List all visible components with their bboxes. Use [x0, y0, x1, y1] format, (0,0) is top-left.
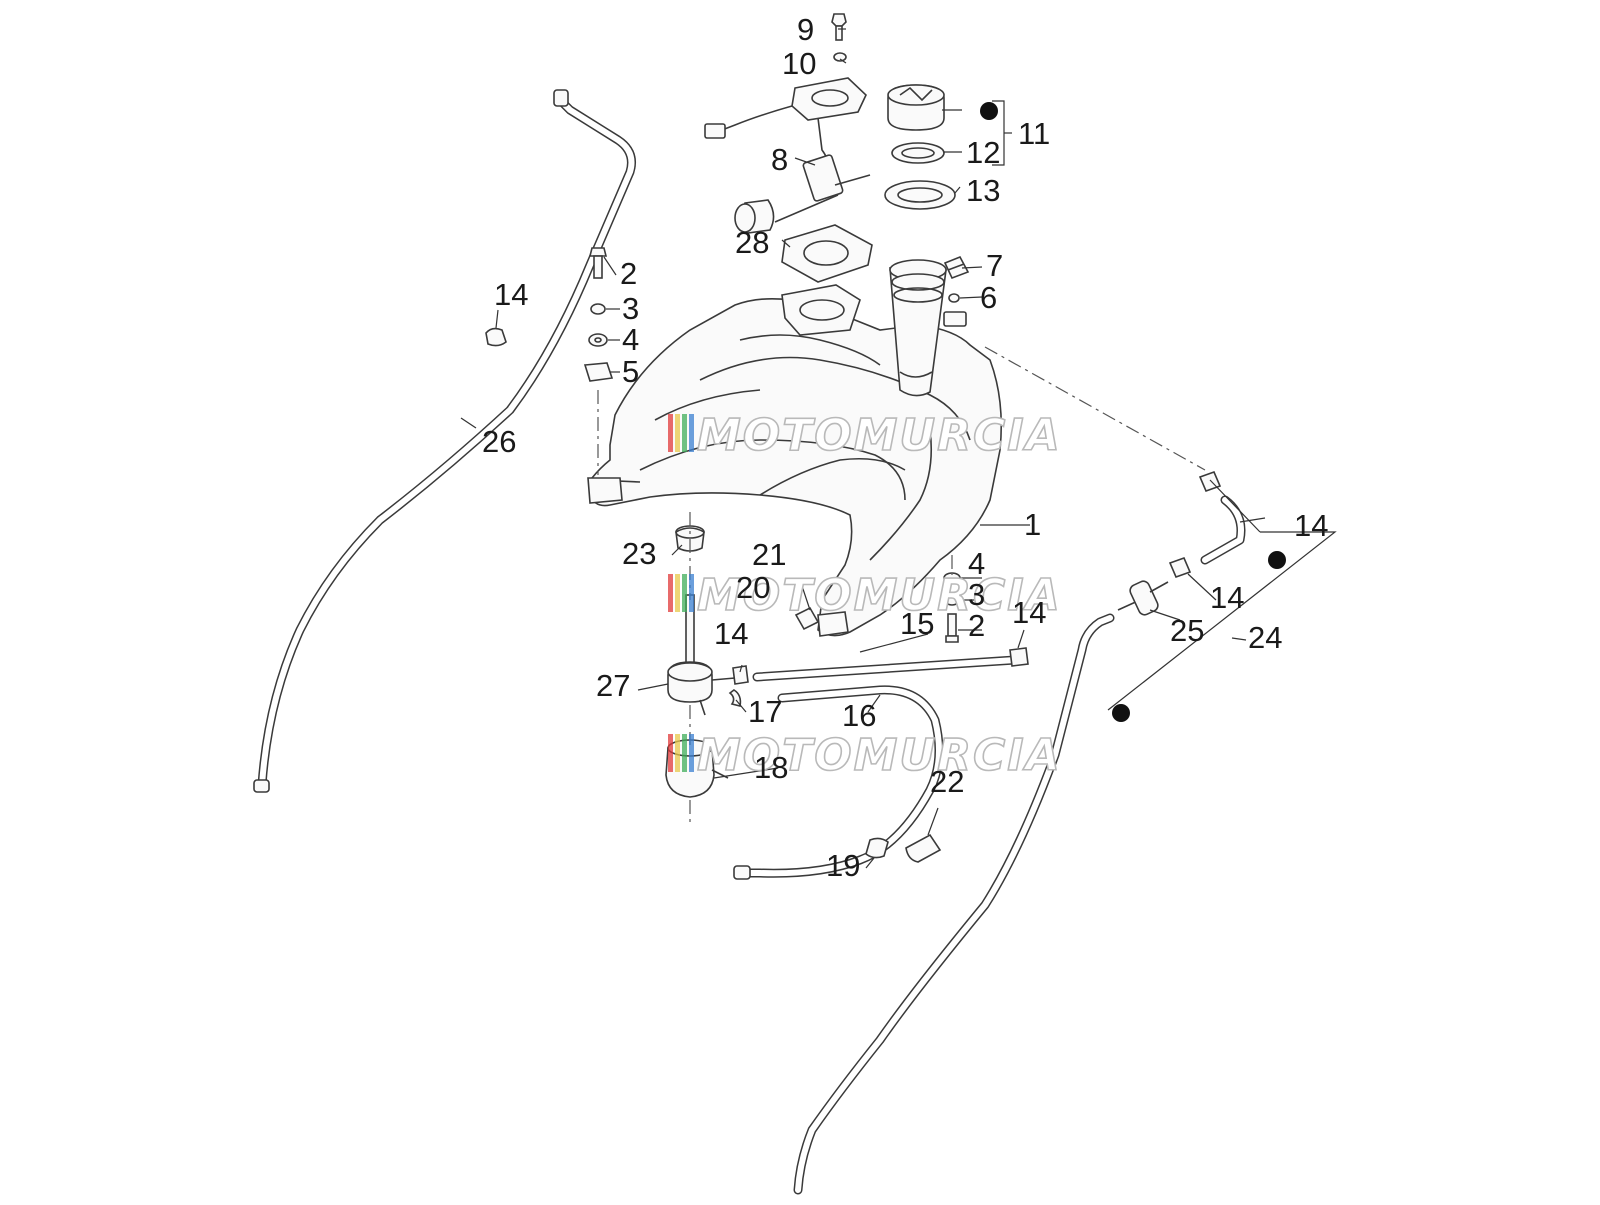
watermark-3: MOTOMURCIA [668, 729, 1062, 782]
part-24-breather-hose [793, 495, 1246, 1195]
part-9-screw [831, 13, 847, 41]
label-9: 9 [797, 12, 814, 47]
label-24: 24 [1248, 620, 1282, 655]
label-27: 27 [596, 668, 630, 703]
part-16-fuel-hose [733, 685, 944, 880]
part-10-washer [833, 52, 847, 62]
part-14-clamp-d [1009, 647, 1029, 667]
label-28: 28 [735, 225, 769, 260]
label-12: 12 [966, 135, 1000, 170]
label-14-a: 14 [494, 277, 528, 312]
part-15-fuel-hose [752, 655, 1020, 682]
part-14-clamp-a [485, 327, 507, 347]
label-21: 21 [752, 537, 786, 572]
label-8: 8 [771, 142, 788, 177]
part-12-cap-seal [891, 142, 945, 164]
part-25-valve [1117, 580, 1169, 616]
part-3-washer-left [590, 303, 606, 315]
label-3-left: 3 [622, 291, 639, 326]
part-19-sleeve [865, 837, 889, 859]
label-3-right: 3 [968, 577, 985, 612]
part-labels: 9 10 11 12 13 8 28 7 6 2 3 4 5 14 26 1 1… [482, 12, 1328, 883]
label-6: 6 [980, 280, 997, 315]
kit-markers [980, 102, 1286, 722]
part-2-bolt-left [588, 247, 608, 279]
part-14-clamp-c [1168, 556, 1192, 579]
label-14-b: 14 [1294, 508, 1328, 543]
label-18: 18 [754, 750, 788, 785]
part-22-bracket [905, 833, 942, 863]
part-28-pump-gasket [781, 224, 873, 283]
label-2-right: 2 [968, 608, 985, 643]
part-8-fuel-pump [704, 77, 871, 234]
label-1: 1 [1024, 507, 1041, 542]
label-17: 17 [748, 694, 782, 729]
label-4-left: 4 [622, 322, 639, 357]
watermark-text: MOTOMURCIA [697, 730, 1062, 781]
label-14-d: 14 [1012, 595, 1046, 630]
part-14-clamp-b [1198, 470, 1222, 493]
label-20: 20 [736, 570, 770, 605]
part-6-washer [948, 293, 960, 303]
label-25: 25 [1170, 613, 1204, 648]
part-11-fuel-cap [887, 84, 945, 131]
leader-lines [460, 28, 1337, 869]
part-3-washer-right [944, 594, 960, 606]
label-19: 19 [826, 848, 860, 883]
part-5-clip-nut [583, 362, 614, 382]
label-15: 15 [900, 606, 934, 641]
watermark-1: MOTOMURCIA [668, 409, 1062, 462]
label-23: 23 [622, 536, 656, 571]
label-2-left: 2 [620, 256, 637, 291]
part-13-neck-gasket [884, 180, 956, 210]
label-10: 10 [782, 46, 816, 81]
part-26-vent-hose [253, 89, 636, 793]
part-21-bracket [794, 606, 820, 631]
label-16: 16 [842, 698, 876, 733]
label-4-right: 4 [968, 546, 985, 581]
label-22: 22 [930, 764, 964, 799]
part-7-clip [943, 255, 970, 280]
watermark-2: MOTOMURCIA [668, 569, 1062, 622]
part-1-fuel-tank [587, 259, 1002, 637]
label-26: 26 [482, 424, 516, 459]
label-14-c: 14 [1210, 580, 1244, 615]
label-7: 7 [986, 248, 1003, 283]
watermark-text: MOTOMURCIA [697, 410, 1062, 461]
part-27-fuel-filter [667, 594, 736, 716]
label-11: 11 [1018, 116, 1050, 151]
label-13: 13 [966, 173, 1000, 208]
part-2-bolt-right [945, 613, 959, 643]
part-4-washer-left [588, 333, 608, 347]
label-5: 5 [622, 354, 639, 389]
watermark-text: MOTOMURCIA [697, 570, 1062, 621]
label-14-e: 14 [714, 616, 748, 651]
